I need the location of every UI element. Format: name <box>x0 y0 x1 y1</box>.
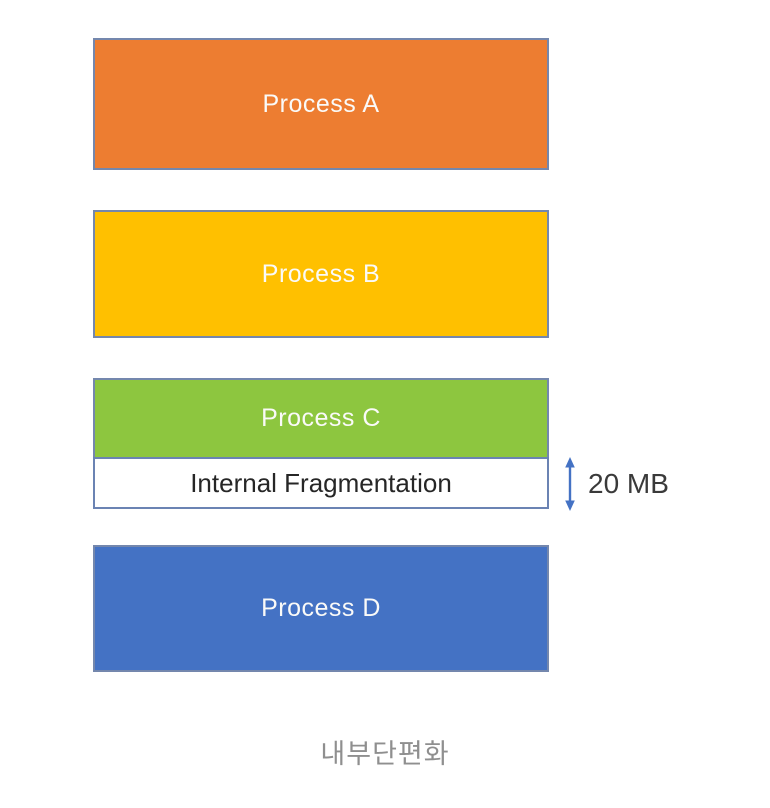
process-a-label: Process A <box>262 89 380 118</box>
internal-fragmentation-block: Internal Fragmentation <box>93 457 549 509</box>
process-d-label: Process D <box>261 594 381 622</box>
process-d-block: Process D <box>93 545 549 672</box>
process-b-block: Process B <box>93 210 549 338</box>
process-c-label: Process C <box>261 404 381 432</box>
internal-fragmentation-label: Internal Fragmentation <box>190 467 452 498</box>
diagram-caption: 내부단편화 <box>320 739 450 769</box>
process-c-block: Process C <box>93 378 549 458</box>
fragment-size-label: 20 MB <box>588 468 669 499</box>
fragment-height-arrow <box>562 457 578 511</box>
process-b-label: Process B <box>261 259 381 288</box>
double-headed-vertical-arrow-icon <box>565 457 575 511</box>
process-a-block: Process A <box>93 38 549 170</box>
